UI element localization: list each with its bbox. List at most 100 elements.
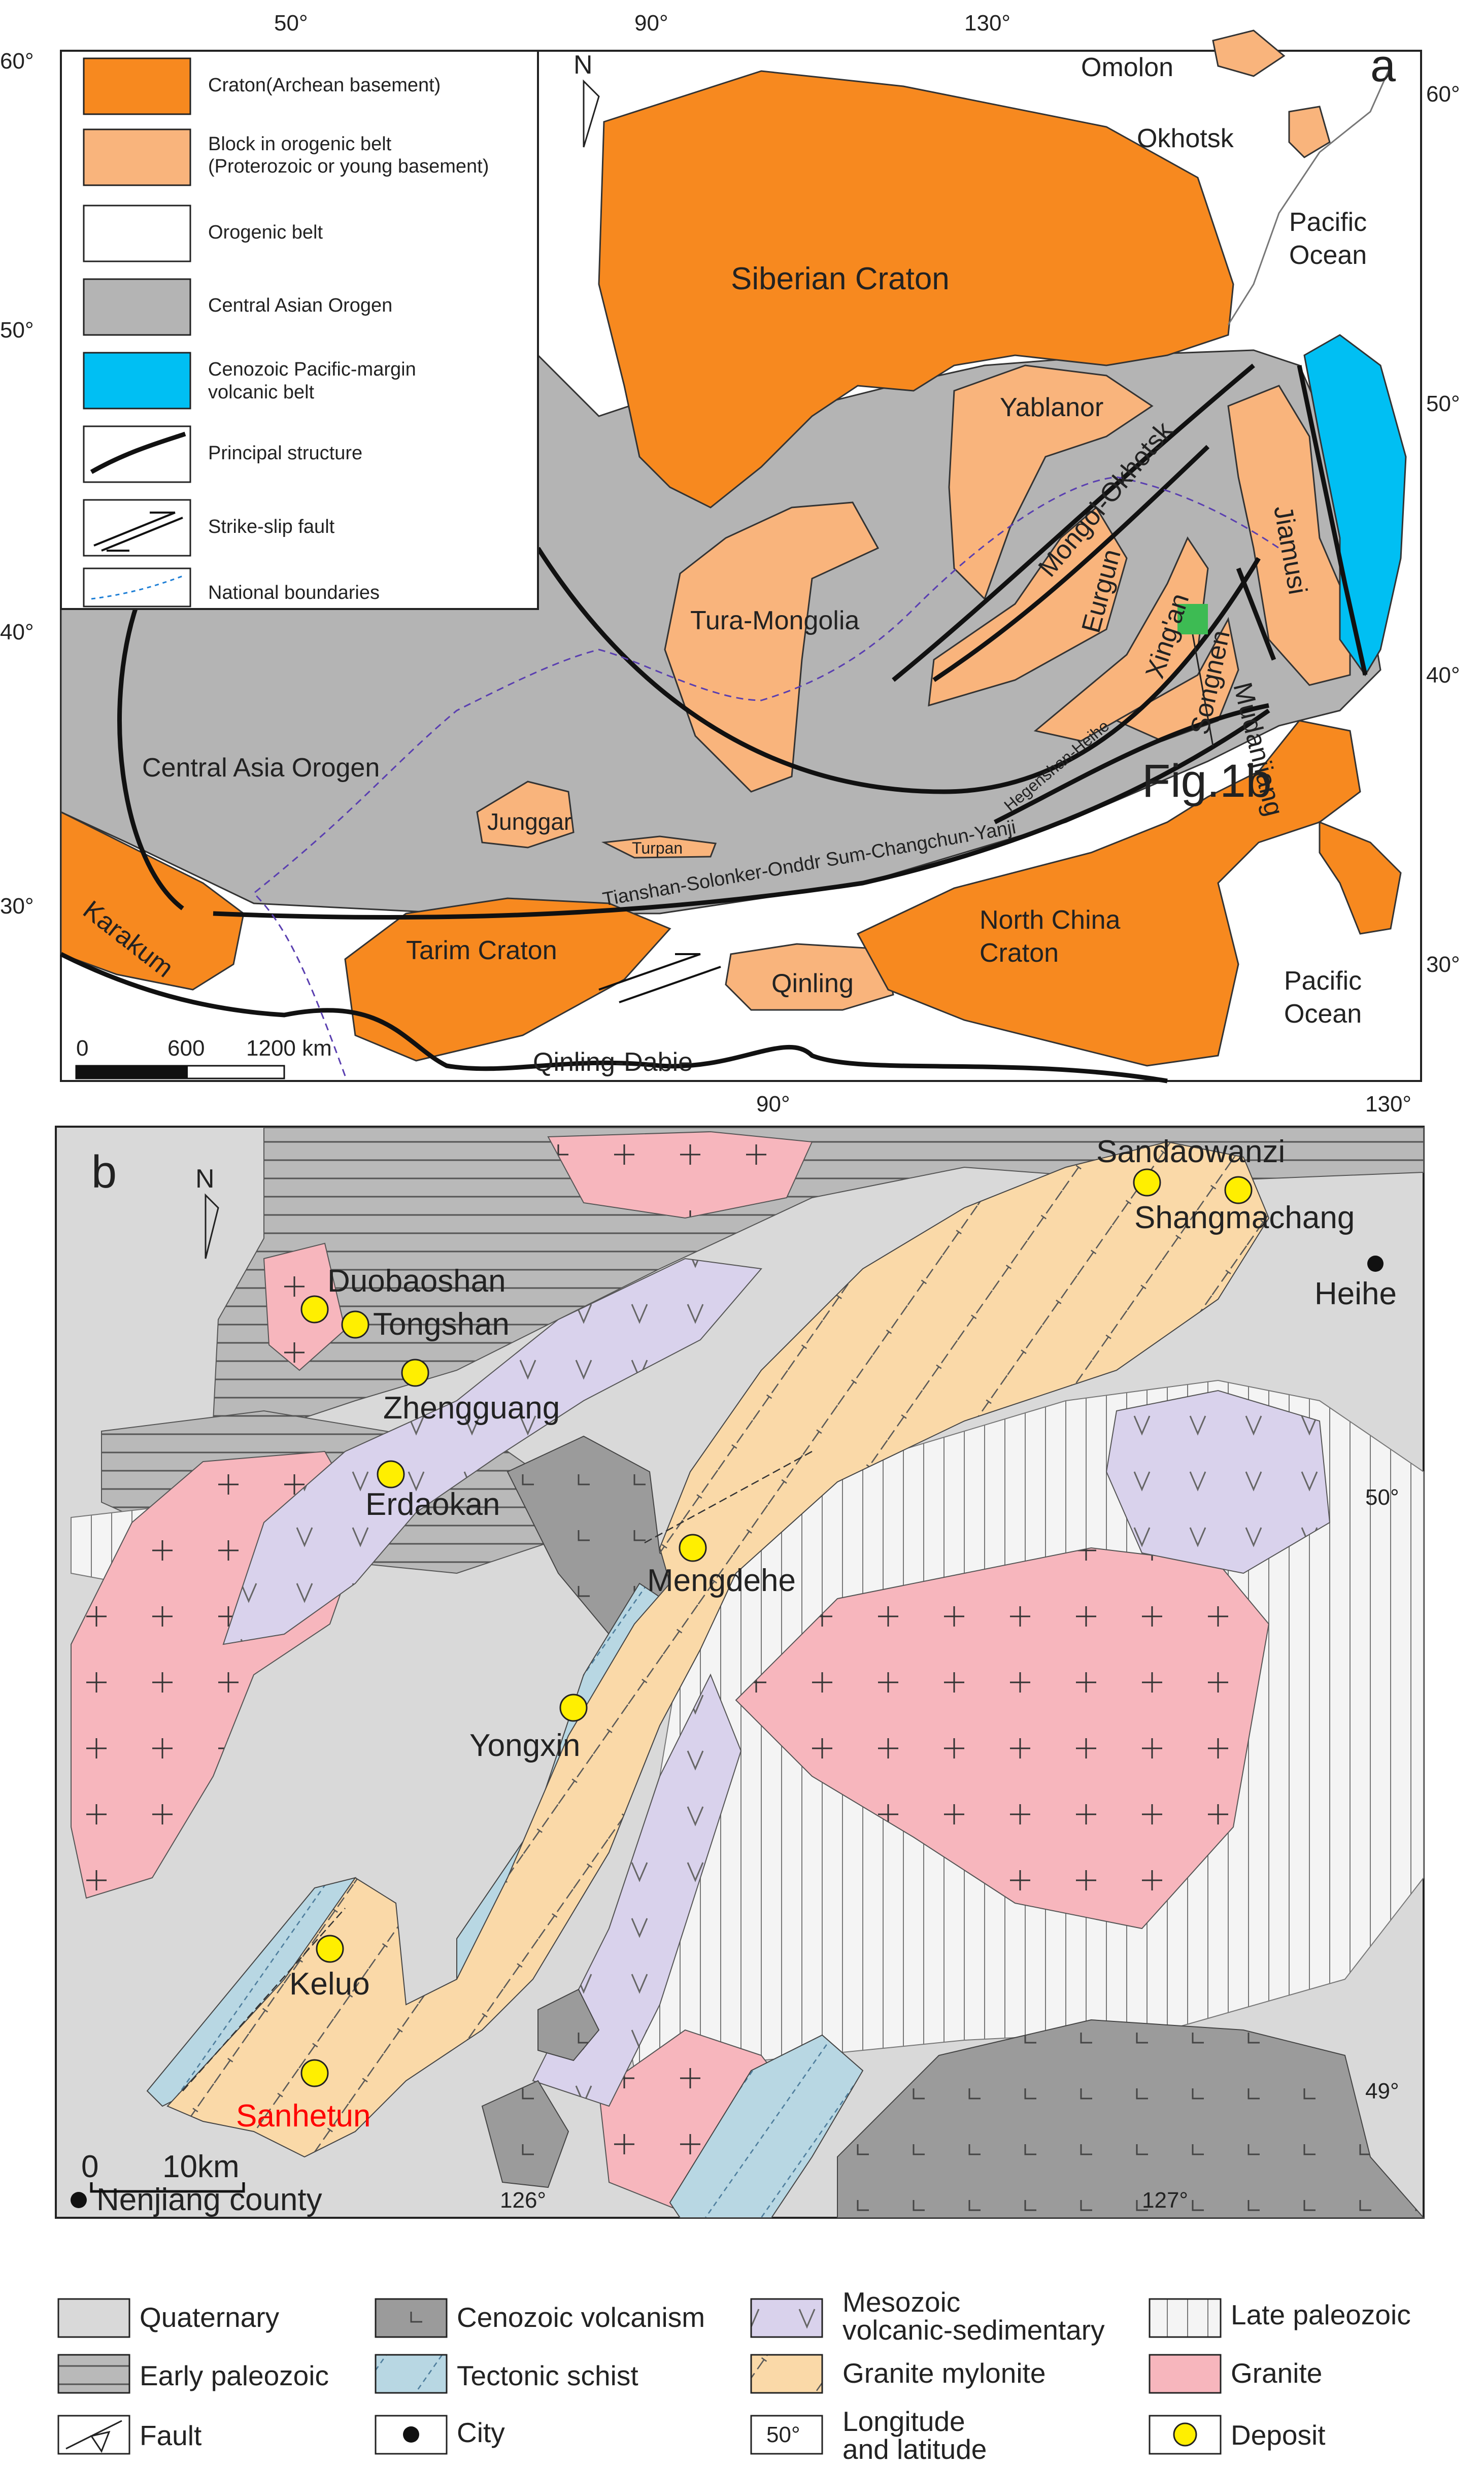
legend-quaternary-swatch	[57, 2298, 130, 2338]
svg-text:Fig.1b: Fig.1b	[1142, 755, 1272, 807]
siberian-craton-area	[598, 70, 1234, 509]
svg-text:1200 km: 1200 km	[246, 1036, 332, 1061]
svg-text:Pacific: Pacific	[1284, 966, 1362, 996]
north-arrow-a: N	[574, 50, 600, 148]
svg-text:60°: 60°	[1426, 82, 1460, 107]
deposit-marker	[1133, 1168, 1161, 1197]
deposit-marker	[341, 1310, 369, 1339]
legend-mylonite-swatch	[750, 2354, 823, 2394]
legend-cenozoic-label: Cenozoic volcanism	[457, 2302, 705, 2333]
svg-text:126°: 126°	[500, 2188, 546, 2213]
legend-block-label-2: (Proterozoic or young basement)	[208, 156, 489, 177]
junggar-block	[476, 781, 575, 849]
svg-text:Central Asia Orogen: Central Asia Orogen	[142, 753, 380, 783]
legend-strikeslip-label: Strike-slip fault	[208, 516, 335, 537]
svg-text:Erdaokan: Erdaokan	[365, 1487, 500, 1522]
svg-text:Siberian Craton: Siberian Craton	[731, 261, 950, 296]
deposit-marker	[559, 1694, 588, 1722]
panel-a: Craton(Archean basement) Block in orogen…	[0, 11, 1460, 1117]
svg-text:Qinling-Dabie: Qinling-Dabie	[533, 1047, 693, 1077]
svg-text:Omolon: Omolon	[1081, 53, 1173, 82]
xingan-block	[1033, 536, 1209, 742]
svg-text:90°: 90°	[756, 1092, 790, 1117]
yablanor-block	[948, 364, 1154, 600]
granite-area-2	[735, 1547, 1270, 1930]
legend-block-swatch	[83, 128, 191, 186]
svg-text:30°: 30°	[0, 894, 34, 919]
scale-bar-b: 0 10km	[81, 2149, 245, 2193]
legend-latepaleozoic-label: Late paleozoic	[1231, 2299, 1411, 2330]
deposit-marker	[1224, 1176, 1253, 1204]
legend-mesozoic-label-1: Mesozoic	[842, 2286, 960, 2318]
deposit-marker	[316, 1935, 344, 1963]
legend-cenozoic-swatch	[375, 2298, 448, 2338]
cenozoic-area-2	[837, 2019, 1425, 2218]
svg-text:Mengdehe: Mengdehe	[647, 1563, 796, 1598]
mylonite-area	[166, 1141, 1270, 2158]
coordinates-a: 60° 50° 40° 30° 60° 50° 40° 30° 50° 90° …	[0, 11, 1460, 1117]
tarim-craton-area	[344, 897, 671, 1062]
legend-schist-swatch	[375, 2354, 448, 2394]
svg-text:N: N	[195, 1164, 215, 1194]
svg-text:90°: 90°	[634, 11, 668, 36]
cenozoic-area-3	[481, 2080, 569, 2188]
svg-text:50°: 50°	[0, 318, 34, 343]
svg-text:Ocean: Ocean	[1289, 241, 1367, 270]
legend-latepaleozoic-swatch	[1149, 2298, 1222, 2338]
svg-text:Yablanor: Yablanor	[1000, 393, 1103, 422]
svg-text:50°: 50°	[274, 11, 308, 36]
north-arrow-b: N	[195, 1164, 219, 1259]
svg-text:40°: 40°	[1426, 663, 1460, 688]
legend-granite-swatch	[1149, 2354, 1222, 2394]
legend-city-label: City	[457, 2417, 505, 2448]
svg-text:Shangmachang: Shangmachang	[1134, 1200, 1355, 1235]
panel-a-letter: a	[1370, 41, 1396, 91]
svg-text:N: N	[574, 50, 593, 80]
deposit-marker	[377, 1460, 405, 1489]
legend-caob-label: Central Asian Orogen	[208, 295, 392, 316]
legend-structure-line	[90, 431, 186, 474]
legend-mesozoic-swatch	[750, 2298, 823, 2338]
faults-b	[182, 1450, 813, 2091]
fault-icon	[65, 2420, 122, 2453]
svg-text:127°: 127°	[1142, 2188, 1188, 2213]
legend-block-label-1: Block in orogenic belt	[208, 133, 392, 155]
national-boundary	[252, 476, 1279, 1076]
legend-coord-label-2: and latitude	[842, 2433, 987, 2465]
svg-text:Pacific: Pacific	[1289, 208, 1367, 237]
legend-strikeslip-icon	[93, 512, 183, 552]
svg-text:Sandaowanzi: Sandaowanzi	[1096, 1134, 1285, 1169]
jiamusi-block	[1227, 385, 1351, 686]
svg-text:Sanhetun: Sanhetun	[236, 2099, 370, 2134]
svg-text:Tarim Craton: Tarim Craton	[406, 936, 557, 965]
omolon-block	[1212, 29, 1286, 77]
legend-coord-swatch	[750, 2415, 823, 2455]
legend-fault-label: Fault	[140, 2420, 201, 2451]
principal-structures	[59, 363, 1368, 1084]
legend-craton-swatch	[83, 57, 191, 115]
legend-mesozoic-label-2: volcanic-sedimentary	[842, 2314, 1105, 2346]
svg-text:Nenjiang county: Nenjiang county	[96, 2182, 322, 2217]
legend-quaternary-label: Quaternary	[140, 2302, 280, 2333]
legend-deposit-label: Deposit	[1231, 2419, 1325, 2451]
mesozoic-area-1	[222, 1258, 762, 1645]
svg-text:Zhengguang: Zhengguang	[383, 1391, 560, 1426]
legend-craton-label: Craton(Archean basement)	[208, 75, 441, 96]
fig1b-arrow	[1192, 634, 1214, 747]
svg-text:Qinling: Qinling	[771, 969, 854, 998]
coastline	[1227, 65, 1392, 325]
volcanic-belt-area	[1303, 334, 1407, 677]
svg-text:40°: 40°	[0, 620, 34, 645]
legend-volcanic-label-1: Cenozoic Pacific-margin	[208, 359, 416, 380]
legend-structure-label: Principal structure	[208, 443, 362, 464]
svg-text:600: 600	[167, 1036, 205, 1061]
okhotsk-block	[1288, 106, 1331, 158]
granite-area-3	[547, 1131, 813, 1219]
coordinates-b: 50° 49° 126° 127°	[500, 1485, 1399, 2213]
deposit-marker	[300, 1295, 329, 1324]
svg-text:Okhotsk: Okhotsk	[1137, 124, 1234, 153]
deposit-marker	[401, 1359, 429, 1387]
panel-b: N b Sandaowanzi Shangmachang Duobaoshan …	[55, 1126, 1425, 2219]
legend-schist-label: Tectonic schist	[457, 2360, 638, 2391]
legend-volcanic-label-2: volcanic belt	[208, 382, 315, 403]
